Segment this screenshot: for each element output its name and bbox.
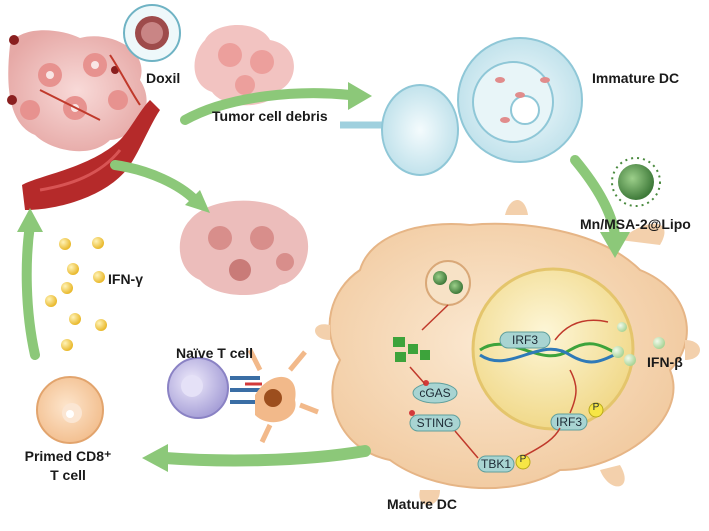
- irf3-phos-protein: [550, 402, 604, 431]
- tumor-tissue: [7, 30, 147, 152]
- tag-cgas: cGAS: [419, 386, 451, 400]
- tbk1-protein: [477, 454, 531, 473]
- nucleus: [471, 267, 635, 431]
- label-tumor-cell-debris: Tumor cell debris: [212, 108, 328, 124]
- tag-tbk1: TBK1: [480, 457, 511, 471]
- tag-sting: STING: [416, 416, 454, 430]
- sting-protein: [409, 410, 461, 432]
- label-doxil: Doxil: [146, 70, 181, 86]
- label-ifn-gamma: IFN-γ: [108, 271, 143, 287]
- endosome-icon: [425, 260, 471, 306]
- irf3-nuclear-protein: [499, 331, 551, 349]
- doxil-liposome-icon: [123, 4, 181, 62]
- immature-dc-icon: [340, 37, 583, 176]
- tag-irf3-phos: IRF3: [555, 415, 582, 429]
- tag-irf3-nuclear: IRF3: [511, 333, 538, 347]
- mn-msa2-lipo-icon: [611, 157, 661, 207]
- flow-arrows: [17, 82, 630, 472]
- tag-phospho-tbk1: P: [519, 454, 527, 465]
- ifn-beta-particles: [612, 322, 665, 366]
- label-immature-dc: Immature DC: [592, 70, 680, 86]
- blood-vessel: [22, 54, 160, 210]
- cgas-protein: [412, 380, 458, 404]
- pathway-arrows: [409, 304, 609, 459]
- ifn-gamma-particles: [45, 237, 107, 351]
- label-ifn-beta: IFN-β: [647, 354, 683, 370]
- naive-t-cell-icon: [167, 348, 319, 444]
- tumor-debris-icon: [194, 25, 294, 106]
- label-mature-dc: Mature DC: [387, 496, 458, 512]
- label-primed-cd8-line2: T cell: [50, 467, 86, 483]
- label-naive-t-cell: Naïve T cell: [176, 345, 254, 361]
- primed-cd8-t-cell-icon: [36, 376, 104, 444]
- label-mn-msa2-lipo: Mn/MSA-2@Lipo: [580, 216, 691, 232]
- label-primed-cd8-line1: Primed CD8⁺: [24, 448, 112, 464]
- tag-phospho-irf3: P: [592, 402, 600, 413]
- dying-tumor-cells: [179, 200, 309, 296]
- dna-fragments-icon: [393, 337, 430, 362]
